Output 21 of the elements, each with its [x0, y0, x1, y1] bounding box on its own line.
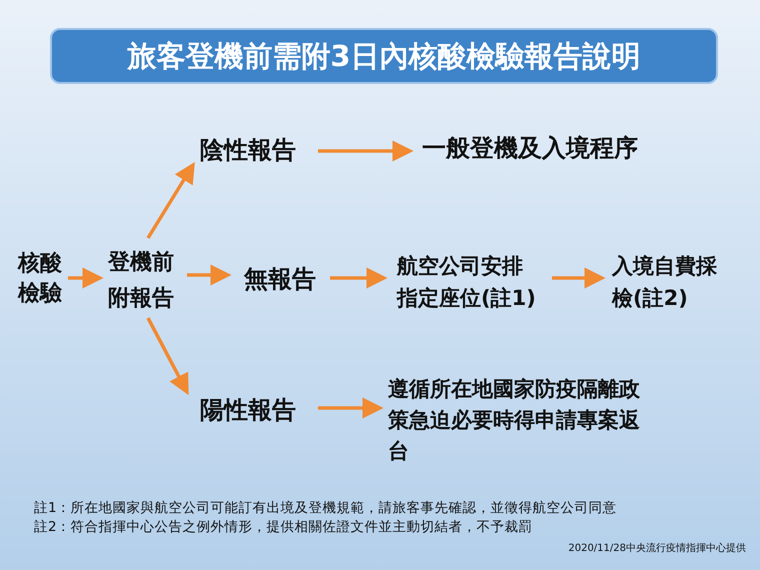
footnote: 註1：所在地國家與航空公司可能訂有出境及登機規範，請旅客事先確認，並徵得航空公司同意 — [34, 499, 617, 517]
arrow — [318, 398, 384, 418]
arrow — [68, 268, 104, 288]
source-note: 2020/11/28中央流行疫情指揮中心提供 — [568, 542, 746, 555]
node-label: 陰性報告 — [200, 134, 320, 166]
node-label: 遵循所在地國家防疫隔離政策急迫必要時得申請專案返台 — [388, 374, 650, 467]
node-label: 一般登機及入境程序 — [422, 132, 682, 164]
arrow — [318, 140, 414, 162]
arrow — [146, 162, 195, 239]
node-label: 入境自費採檢(註2) — [612, 250, 727, 314]
footnote: 註2：符合指揮中心公告之例外情形，提供相關佐證文件並主動切結者，不予裁罰 — [34, 518, 533, 536]
arrow — [187, 264, 232, 286]
arrow — [146, 317, 189, 396]
title-banner: 旅客登機前需附3日內核酸檢驗報告說明 — [50, 28, 718, 84]
arrow — [552, 268, 606, 288]
node-label: 無報告 — [244, 263, 334, 295]
arrow — [330, 268, 388, 288]
node-label: 核酸檢驗 — [18, 249, 66, 309]
node-label: 航空公司安排指定座位(註1) — [397, 250, 539, 314]
node-label: 陽性報告 — [200, 394, 320, 426]
node-label: 登機前附報告 — [108, 245, 182, 317]
